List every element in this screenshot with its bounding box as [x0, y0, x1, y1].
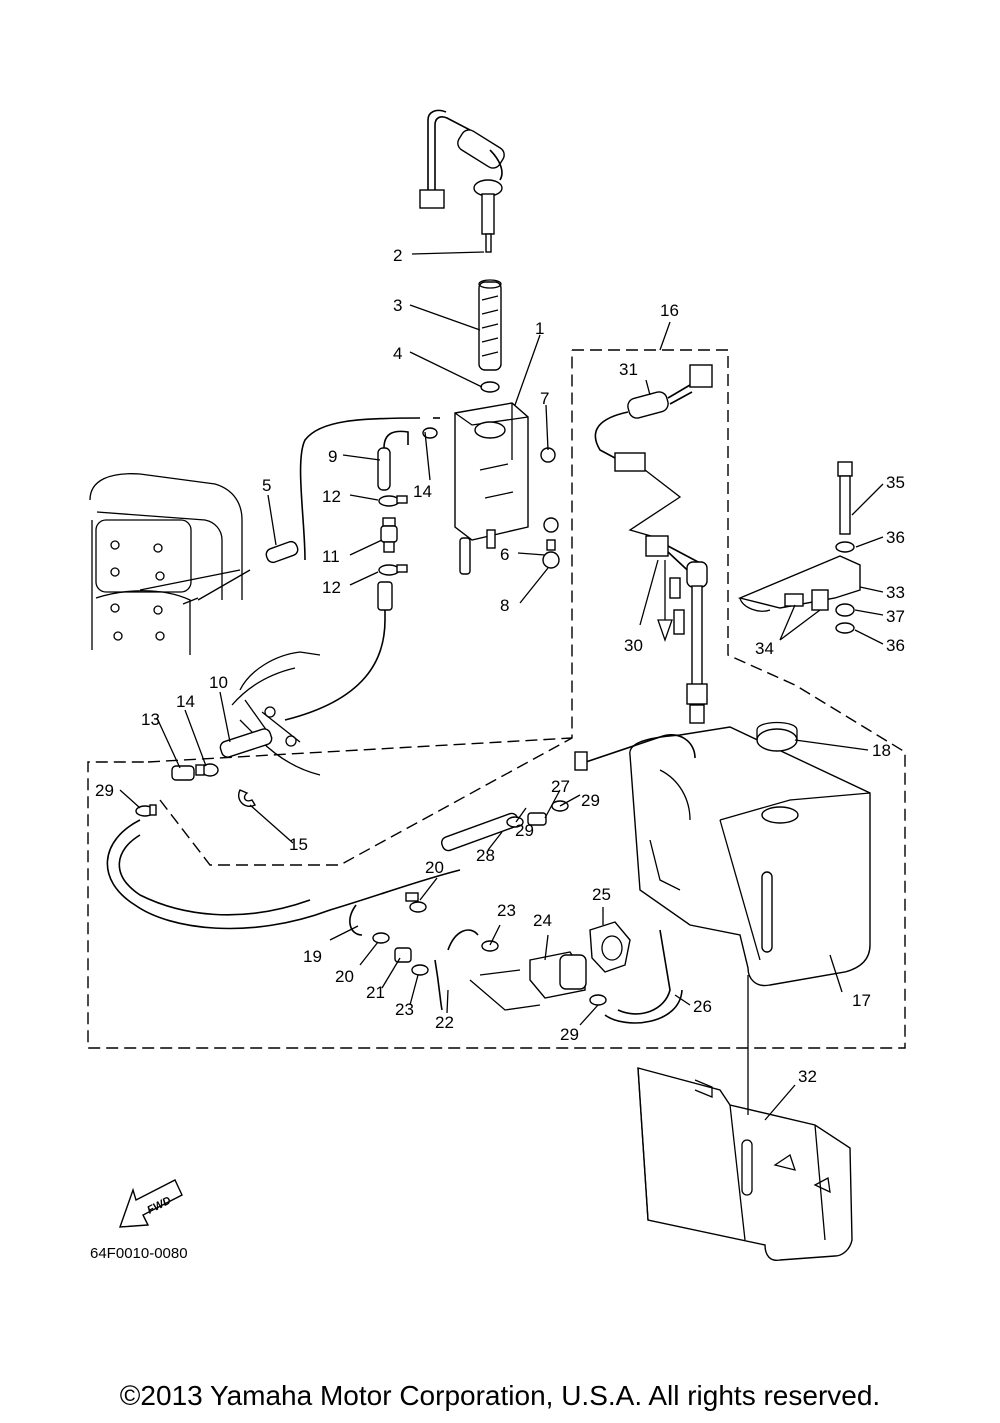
callout-27: 27 — [551, 777, 570, 796]
callout-19: 19 — [303, 947, 322, 966]
callout-9: 9 — [328, 447, 337, 466]
bracket-assembly — [737, 461, 861, 634]
callout-31: 31 — [619, 360, 638, 379]
engine-outline — [89, 473, 243, 655]
callout-12a: 12 — [322, 487, 341, 506]
oil-strainer — [478, 279, 502, 393]
callout-6: 6 — [500, 545, 509, 564]
callout-30: 30 — [624, 636, 643, 655]
callout-20b: 20 — [335, 967, 354, 986]
callout-25: 25 — [592, 885, 611, 904]
callout-24: 24 — [533, 911, 552, 930]
callout-11: 11 — [322, 547, 340, 566]
callout-36a: 36 — [886, 528, 905, 547]
fwd-arrow-icon: FWD — [118, 1179, 183, 1228]
callout-7: 7 — [540, 389, 549, 408]
callout-14b: 14 — [176, 692, 195, 711]
callout-36b: 36 — [886, 636, 905, 655]
callout-5: 5 — [262, 476, 271, 495]
wire-harness — [594, 364, 713, 724]
leader-lines — [119, 251, 884, 1121]
fuel-pump — [434, 921, 631, 1011]
callout-34: 34 — [755, 639, 774, 658]
feed-hoses — [106, 734, 696, 1024]
callout-2: 2 — [393, 246, 402, 265]
small-parts — [135, 728, 607, 1006]
callout-23a: 23 — [497, 901, 516, 920]
callout-29a: 29 — [95, 781, 114, 800]
callout-26: 26 — [693, 997, 712, 1016]
callout-3: 3 — [393, 296, 402, 315]
callout-22: 22 — [435, 1013, 454, 1032]
hoses — [182, 417, 440, 721]
callout-16: 16 — [660, 301, 679, 320]
callout-20a: 20 — [425, 858, 444, 877]
callout-8: 8 — [500, 596, 509, 615]
callout-14a: 14 — [413, 482, 432, 501]
callout-12b: 12 — [322, 578, 341, 597]
callout-23b: 23 — [395, 1000, 414, 1019]
callout-29d: 29 — [560, 1025, 579, 1044]
callout-15: 15 — [289, 835, 308, 854]
callout-21: 21 — [366, 983, 385, 1002]
callout-29b: 29 — [515, 821, 534, 840]
callout-33: 33 — [886, 583, 905, 602]
oil-level-sensor — [419, 109, 505, 253]
callout-32: 32 — [798, 1067, 817, 1086]
callouts: 1 2 3 4 5 6 7 8 9 10 11 12 12 13 14 14 1… — [95, 246, 905, 1086]
callout-13: 13 — [141, 710, 160, 729]
assembly-boundaries — [87, 349, 906, 1049]
callout-35: 35 — [886, 473, 905, 492]
copyright-notice: ©2013 Yamaha Motor Corporation, U.S.A. A… — [119, 1380, 881, 1411]
main-oil-tank — [629, 721, 871, 987]
callout-10: 10 — [209, 673, 228, 692]
callout-1: 1 — [535, 319, 544, 338]
callout-29c: 29 — [581, 791, 600, 810]
sub-oil-tank — [454, 402, 529, 575]
diagram-code: 64F0010-0080 — [90, 1245, 188, 1262]
oil-tray — [637, 1067, 853, 1262]
fittings — [378, 427, 560, 576]
callout-17: 17 — [852, 991, 871, 1010]
callout-18: 18 — [872, 741, 891, 760]
callout-4: 4 — [393, 344, 402, 363]
callout-28: 28 — [476, 846, 495, 865]
callout-37: 37 — [886, 607, 905, 626]
